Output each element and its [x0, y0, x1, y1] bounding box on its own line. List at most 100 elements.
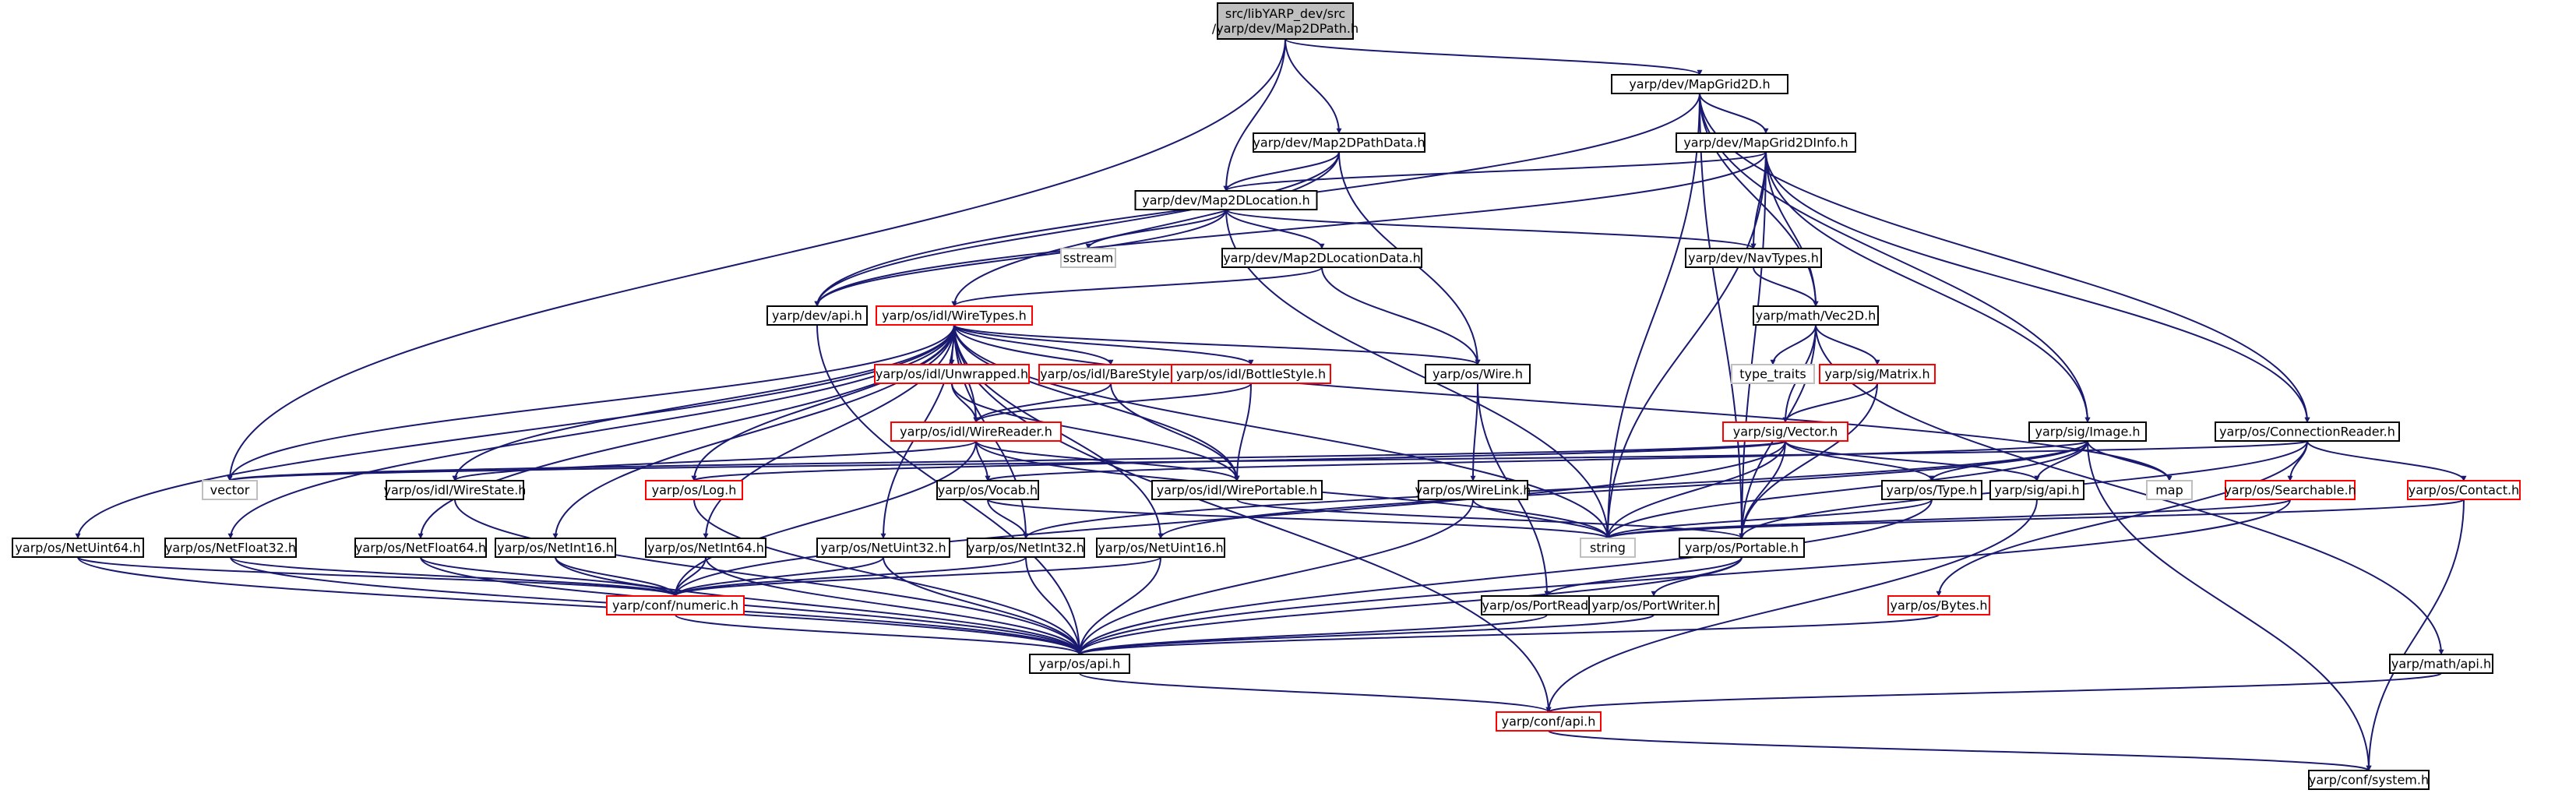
- node-box: [1029, 654, 1130, 674]
- node-ostype[interactable]: yarp/os/Type.h: [1881, 480, 1982, 500]
- node-numeric[interactable]: yarp/conf/numeric.h: [606, 595, 745, 615]
- edge-osapi-to-confapi: [1079, 672, 1552, 713]
- node-netint16[interactable]: yarp/os/NetInt16.h: [495, 538, 616, 558]
- edge-mapgrid2dinfo-to-connreader: [1765, 151, 2310, 423]
- node-vocab[interactable]: yarp/os/Vocab.h: [936, 480, 1039, 500]
- node-portwriter[interactable]: yarp/os/PortWriter.h: [1588, 595, 1719, 615]
- edge-sigimage-to-map: [2087, 440, 2173, 481]
- node-map2dlocation[interactable]: yarp/dev/Map2DLocation.h: [1134, 190, 1318, 210]
- node-box: [2028, 421, 2147, 442]
- edge-contact-to-system: [2366, 499, 2465, 771]
- node-searchable[interactable]: yarp/os/Searchable.h: [2224, 480, 2356, 500]
- node-label: yarp/os/PortWriter.h: [1591, 598, 1715, 613]
- node-box: [2389, 654, 2493, 674]
- node-sigimage[interactable]: yarp/sig/Image.h: [2028, 421, 2147, 442]
- node-sigvector[interactable]: yarp/sig/Vector.h: [1722, 421, 1848, 442]
- node-wiretypes[interactable]: yarp/os/idl/WireTypes.h: [876, 305, 1033, 326]
- edge-unwrapped-to-wireportable: [951, 383, 1240, 481]
- edge-map2dpathdata-to-wiretypes: [951, 151, 1340, 307]
- node-mathapi[interactable]: yarp/math/api.h: [2389, 654, 2493, 674]
- node-wirestate[interactable]: yarp/os/idl/WireState.h: [384, 480, 527, 500]
- edge-connreader-to-bytes: [1936, 440, 2308, 597]
- edge-bottlestyle-to-wirereader: [973, 383, 1252, 423]
- node-connreader[interactable]: yarp/os/ConnectionReader.h: [2215, 421, 2400, 442]
- node-sstream: sstream: [1060, 248, 1116, 268]
- edge-wiretypes-to-vector: [227, 324, 955, 481]
- node-barestyle[interactable]: yarp/os/idl/BareStyle.h: [1038, 364, 1183, 384]
- node-label: yarp/os/idl/BottleStyle.h: [1176, 367, 1326, 382]
- node-box: [2225, 480, 2356, 500]
- node-netuint16[interactable]: yarp/os/NetUint16.h: [1096, 538, 1225, 558]
- node-box: [1887, 595, 1990, 615]
- edge-netuint32-to-numeric: [672, 556, 884, 597]
- node-label: yarp/os/NetFloat32.h: [165, 541, 296, 555]
- node-netuint32[interactable]: yarp/os/NetUint32.h: [816, 538, 950, 558]
- edge-netfloat64-to-numeric: [420, 556, 678, 597]
- node-contact[interactable]: yarp/os/Contact.h: [2407, 480, 2521, 500]
- edge-sigvector-to-ostype: [1785, 440, 1935, 481]
- edge-map2dlocationdata-to-wiretypes: [951, 266, 1323, 307]
- node-wirelink[interactable]: yarp/os/WireLink.h: [1415, 480, 1531, 500]
- node-mapgrid2d[interactable]: yarp/dev/MapGrid2D.h: [1611, 74, 1788, 94]
- edge-mapgrid2dinfo-to-string: [1605, 151, 1767, 539]
- node-box: [1253, 132, 1425, 153]
- node-netint64[interactable]: yarp/os/NetInt64.h: [645, 538, 766, 558]
- node-box: [1722, 421, 1848, 442]
- edge-wiretypes-to-map: [953, 324, 2173, 481]
- node-box: [1134, 190, 1318, 210]
- edge-wiretypes-to-netuint64: [75, 324, 955, 539]
- node-box: [1151, 480, 1323, 500]
- node-box: [967, 538, 1085, 558]
- node-vec2d[interactable]: yarp/math/Vec2D.h: [1753, 305, 1879, 326]
- node-navtypes[interactable]: yarp/dev/NavTypes.h: [1685, 248, 1822, 268]
- node-netfloat32[interactable]: yarp/os/NetFloat32.h: [164, 538, 297, 558]
- node-map2dpathdata[interactable]: yarp/dev/Map2DPathData.h: [1253, 132, 1425, 153]
- node-label: yarp/os/Vocab.h: [938, 483, 1038, 498]
- edge-netuint32-to-osapi: [883, 556, 1083, 655]
- node-oslog[interactable]: yarp/os/Log.h: [645, 480, 743, 500]
- node-label: yarp/sig/Matrix.h: [1824, 367, 1929, 382]
- edge-navtypes-to-vec2d: [1753, 266, 1819, 307]
- edge-wiretypes-to-barestyle: [953, 324, 1114, 365]
- node-root[interactable]: src/libYARP_dev/src/yarp/dev/Map2DPath.h: [1212, 2, 1358, 40]
- node-confapi[interactable]: yarp/conf/api.h: [1496, 711, 1602, 732]
- node-box: [1881, 480, 1982, 500]
- node-oswire[interactable]: yarp/os/Wire.h: [1425, 364, 1531, 384]
- node-sigapi[interactable]: yarp/sig/api.h: [1989, 480, 2084, 500]
- node-osapi[interactable]: yarp/os/api.h: [1029, 654, 1130, 674]
- node-map2dlocationdata[interactable]: yarp/dev/Map2DLocationData.h: [1221, 248, 1422, 268]
- node-label: yarp/dev/MapGrid2D.h: [1629, 77, 1770, 92]
- node-matrix[interactable]: yarp/sig/Matrix.h: [1819, 364, 1936, 384]
- node-box: [2407, 480, 2521, 500]
- node-system[interactable]: yarp/conf/system.h: [2308, 770, 2430, 790]
- node-netfloat64[interactable]: yarp/os/NetFloat64.h: [354, 538, 487, 558]
- node-netuint64[interactable]: yarp/os/NetUint64.h: [12, 538, 144, 558]
- node-mapgrid2dinfo[interactable]: yarp/dev/MapGrid2DInfo.h: [1676, 132, 1856, 153]
- node-wireportable[interactable]: yarp/os/idl/WirePortable.h: [1151, 480, 1323, 500]
- edge-sigimage-to-netint32: [1023, 440, 2088, 539]
- node-portreader[interactable]: yarp/os/PortReader.h: [1481, 595, 1613, 615]
- node-wirereader[interactable]: yarp/os/idl/WireReader.h: [890, 421, 1062, 442]
- node-unwrapped[interactable]: yarp/os/idl/Unwrapped.h: [874, 364, 1030, 384]
- node-label: yarp/conf/numeric.h: [612, 598, 738, 613]
- node-label: yarp/os/idl/WireState.h: [384, 483, 527, 498]
- node-bytes[interactable]: yarp/os/Bytes.h: [1887, 595, 1990, 615]
- edge-netuint64-to-numeric: [77, 556, 678, 597]
- edge-wiretypes-to-netfloat32: [227, 324, 955, 539]
- node-label: vector: [210, 483, 250, 498]
- edge-map2dlocation-to-map2dlocationdata: [1225, 209, 1325, 249]
- node-netint32[interactable]: yarp/os/NetInt32.h: [967, 538, 1085, 558]
- edge-wiretypes-to-netint16: [552, 324, 955, 539]
- node-label: yarp/os/Wire.h: [1432, 367, 1523, 382]
- node-label: yarp/os/Log.h: [652, 483, 737, 498]
- edge-sigimage-to-string: [1605, 440, 2088, 539]
- edge-root-to-vector: [227, 38, 1286, 481]
- edge-matrix-to-sigvector: [1782, 383, 1878, 423]
- node-box: [1685, 248, 1822, 268]
- edge-map2dlocation-to-navtypes: [1225, 209, 1757, 249]
- node-bottlestyle[interactable]: yarp/os/idl/BottleStyle.h: [1171, 364, 1331, 384]
- node-label: yarp/os/Portable.h: [1685, 541, 1799, 555]
- node-devapi[interactable]: yarp/dev/api.h: [766, 305, 868, 326]
- node-label: yarp/os/Bytes.h: [1890, 598, 1987, 613]
- node-portable[interactable]: yarp/os/Portable.h: [1679, 538, 1805, 558]
